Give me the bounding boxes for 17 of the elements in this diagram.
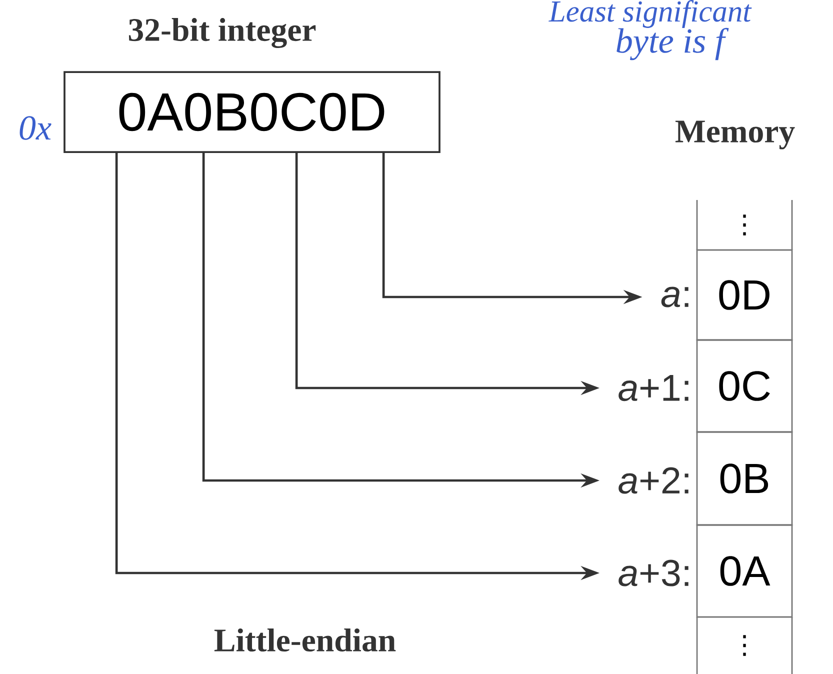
node-label: 32-bit integer — [128, 18, 316, 48]
heading: Memory — [675, 120, 795, 150]
address-label: a+1: — [618, 374, 688, 402]
address-label: a: — [661, 286, 688, 308]
memory-cell: 0B — [696, 431, 793, 526]
memory-cell: 0C — [696, 339, 793, 433]
caption: Little-endian — [214, 628, 396, 652]
memory-cell: ⋮ — [696, 200, 793, 250]
address-label: a+3: — [618, 560, 688, 586]
integer-box: 32-bit integer 0A0B0C0D — [64, 18, 440, 153]
handwritten-note: 0x — [20, 116, 52, 140]
memory-cell: 0A — [696, 524, 793, 618]
handwritten-note: Least significant — [548, 0, 752, 28]
memory-cell: ⋮ — [696, 617, 793, 674]
memory-cell: 0D — [696, 249, 793, 341]
address-label: a+2: — [618, 467, 688, 494]
handwritten-note: byte is f — [616, 28, 729, 60]
